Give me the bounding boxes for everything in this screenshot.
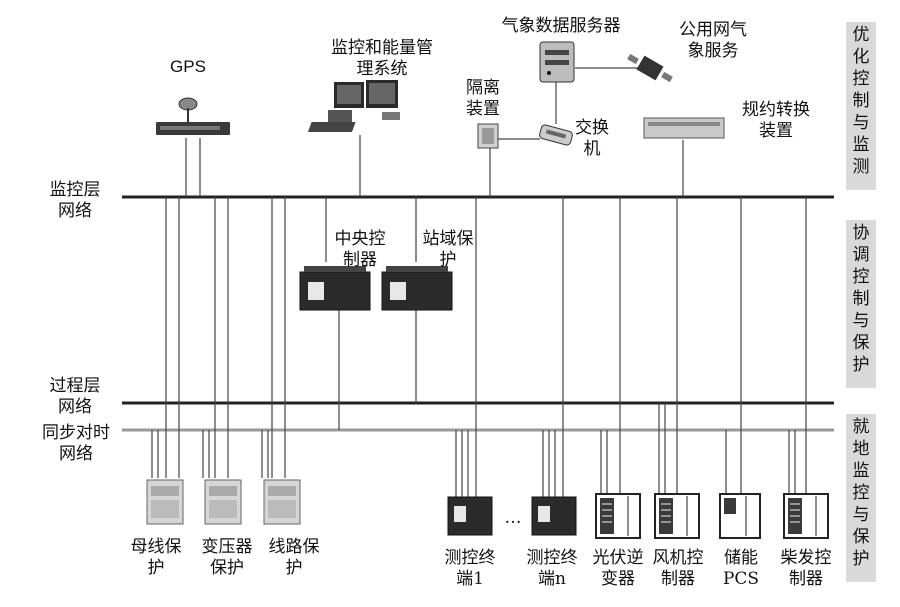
monitor-layer-label: 监控层 网络 <box>49 180 101 221</box>
transformer-protection-icon <box>204 479 242 525</box>
gps-icon <box>156 97 230 135</box>
central-controller-label: 中央控 制器 <box>334 229 386 270</box>
central-controller-icon <box>299 266 371 311</box>
terminal-1-label: 测控终 端1 <box>444 548 496 589</box>
protocol-converter-icon <box>643 117 725 139</box>
diesel-controller-icon <box>783 493 829 539</box>
wind-controller-label: 风机控 制器 <box>652 548 704 589</box>
top-connectors <box>185 67 684 197</box>
line-protection-icon <box>263 479 301 525</box>
switch-icon <box>539 124 573 146</box>
side-label-local: 就 地 监 控 与 保 护 <box>846 414 876 582</box>
storage-pcs-icon <box>719 493 761 539</box>
side-label-optimize: 优 化 控 制 与 监 测 <box>846 22 876 190</box>
satellite-icon <box>627 53 673 83</box>
protocol-converter-label: 规约转换 装置 <box>742 100 810 141</box>
sync-drops <box>151 403 796 497</box>
feeder-lines <box>165 197 807 497</box>
monitor-system-label: 监控和能量管 理系统 <box>331 38 433 79</box>
computer-workstation-icon <box>307 80 400 132</box>
terminal-n-label: 测控终 端n <box>526 548 578 589</box>
terminal-n-icon <box>531 496 577 536</box>
process-layer-label: 过程层 网络 <box>49 376 101 417</box>
wind-controller-icon <box>654 493 700 539</box>
side-label-coordinate: 协 调 控 制 与 保 护 <box>846 220 876 388</box>
bus-protection-icon <box>146 479 184 525</box>
server-icon <box>539 41 575 83</box>
station-protection-label: 站域保 护 <box>422 229 474 270</box>
weather-server-label: 气象数据服务器 <box>501 16 621 36</box>
ellipsis-label: … <box>504 508 522 528</box>
switch-label: 交换 机 <box>575 118 609 159</box>
transformer-protection-label: 变压器 保护 <box>201 537 253 578</box>
terminal-1-icon <box>447 496 493 536</box>
bus-protection-label: 母线保 护 <box>130 537 182 578</box>
isolation-device-icon <box>477 123 499 149</box>
storage-pcs-label: 储能 PCS <box>722 548 760 589</box>
line-protection-label: 线路保 护 <box>268 537 320 578</box>
pv-inverter-icon <box>595 493 641 539</box>
isolation-label: 隔离 装置 <box>466 78 500 119</box>
diesel-controller-label: 柴发控 制器 <box>780 548 832 589</box>
pv-inverter-label: 光伏逆 变器 <box>592 548 644 589</box>
station-protection-icon <box>381 266 453 311</box>
gps-label: GPS <box>170 57 206 76</box>
sync-timing-label: 同步对时 网络 <box>42 423 110 464</box>
public-weather-label: 公用网气 象服务 <box>679 20 747 61</box>
